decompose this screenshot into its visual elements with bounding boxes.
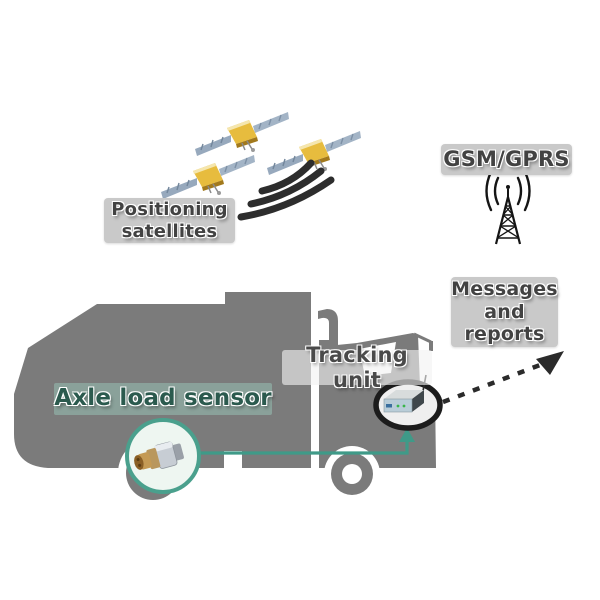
side-mirror <box>413 332 432 344</box>
positioning-line2: satellites <box>121 220 218 242</box>
gsm-gprs-label: GSM/GPRS <box>441 144 572 175</box>
messages-line1: Messages <box>451 278 558 301</box>
teal-arrowhead-icon <box>399 428 415 442</box>
signal-waves-icon <box>237 159 335 221</box>
exhaust-pipe <box>318 309 338 345</box>
messages-reports-label: Messages and reports <box>451 277 558 347</box>
satellite-icon <box>194 111 290 157</box>
gsm-gprs-text: GSM/GPRS <box>443 147 570 172</box>
tracking-unit-label: Tracking unit <box>282 343 432 392</box>
positioning-satellites-label: Positioning satellites <box>104 198 235 243</box>
messages-line3: reports <box>464 323 545 346</box>
cell-tower-icon <box>485 170 531 245</box>
tracking-unit-text: Tracking unit <box>306 342 408 392</box>
satellite-group <box>160 111 362 200</box>
dashed-arrow-to-messages <box>442 351 564 405</box>
sensor-to-tracker-connector <box>196 428 415 455</box>
axle-load-sensor-text: Axle load sensor <box>54 385 272 412</box>
satellite-icon <box>266 130 362 176</box>
front-wheel <box>324 446 380 502</box>
positioning-line1: Positioning <box>111 199 228 221</box>
tracking-device-icon <box>373 374 443 431</box>
axle-load-sensor-photo <box>125 418 201 494</box>
axle-load-sensor-label: Axle load sensor <box>54 383 272 415</box>
satellite-icon <box>160 154 256 200</box>
messages-line2: and <box>484 300 525 323</box>
arrowhead-icon <box>536 351 564 375</box>
